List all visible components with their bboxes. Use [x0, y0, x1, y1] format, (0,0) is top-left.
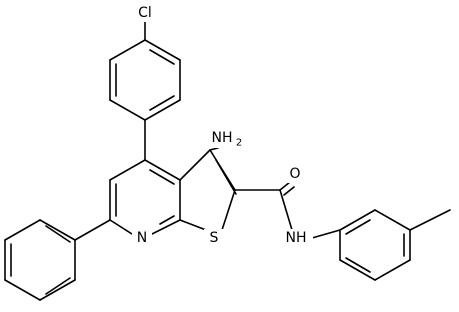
- atom-label-o: O: [289, 166, 300, 182]
- bond: [109, 39, 146, 61]
- atom-label-nh2: NH: [212, 130, 233, 146]
- bond-inner: [345, 219, 371, 235]
- bond-c-n: [209, 147, 219, 151]
- atom-label-s: S: [210, 230, 219, 246]
- atom-amino: NH 2: [210, 128, 244, 149]
- bond: [39, 279, 76, 301]
- bond: [109, 159, 146, 181]
- bond-inner: [45, 277, 71, 295]
- bond: [374, 209, 411, 231]
- atom-label-nh: NH: [286, 230, 307, 246]
- atom-sulfur: S: [204, 229, 224, 247]
- atom-label-nh2-subscript: 2: [236, 138, 242, 149]
- bonds: [4, 21, 451, 301]
- bond: [374, 259, 411, 281]
- bond-c-o-double: [283, 186, 295, 196]
- bond-methyl: [409, 209, 451, 231]
- bond-inner: [215, 159, 237, 195]
- bond: [179, 219, 207, 231]
- atom-label-cl: Cl: [138, 5, 152, 21]
- atom-cl: Cl: [132, 4, 158, 22]
- bond-inner: [149, 169, 175, 185]
- bond-inner: [345, 257, 371, 273]
- bond-inner: [159, 215, 175, 225]
- bond: [221, 189, 236, 231]
- bond: [109, 219, 133, 235]
- bond-inner: [149, 49, 175, 65]
- bond: [4, 279, 41, 301]
- bond: [339, 209, 376, 231]
- bond-n-c: [311, 229, 341, 239]
- bond-c-o: [279, 181, 291, 191]
- atom-oxygen: O: [285, 165, 305, 183]
- bond: [151, 219, 181, 235]
- atom-label-n: N: [137, 230, 147, 246]
- bond: [74, 219, 111, 241]
- bond: [109, 99, 146, 121]
- bond-inner: [45, 225, 71, 243]
- bond-c-n: [279, 189, 293, 231]
- bond: [144, 39, 181, 61]
- bond: [144, 99, 181, 121]
- bond-inner: [149, 95, 175, 111]
- bond: [39, 219, 76, 241]
- atom-pyridine-n: N: [132, 229, 152, 247]
- bond: [144, 159, 181, 181]
- atom-amide-nh: NH: [281, 229, 313, 247]
- bond: [339, 259, 376, 281]
- bond: [179, 149, 211, 181]
- bond: [4, 219, 41, 241]
